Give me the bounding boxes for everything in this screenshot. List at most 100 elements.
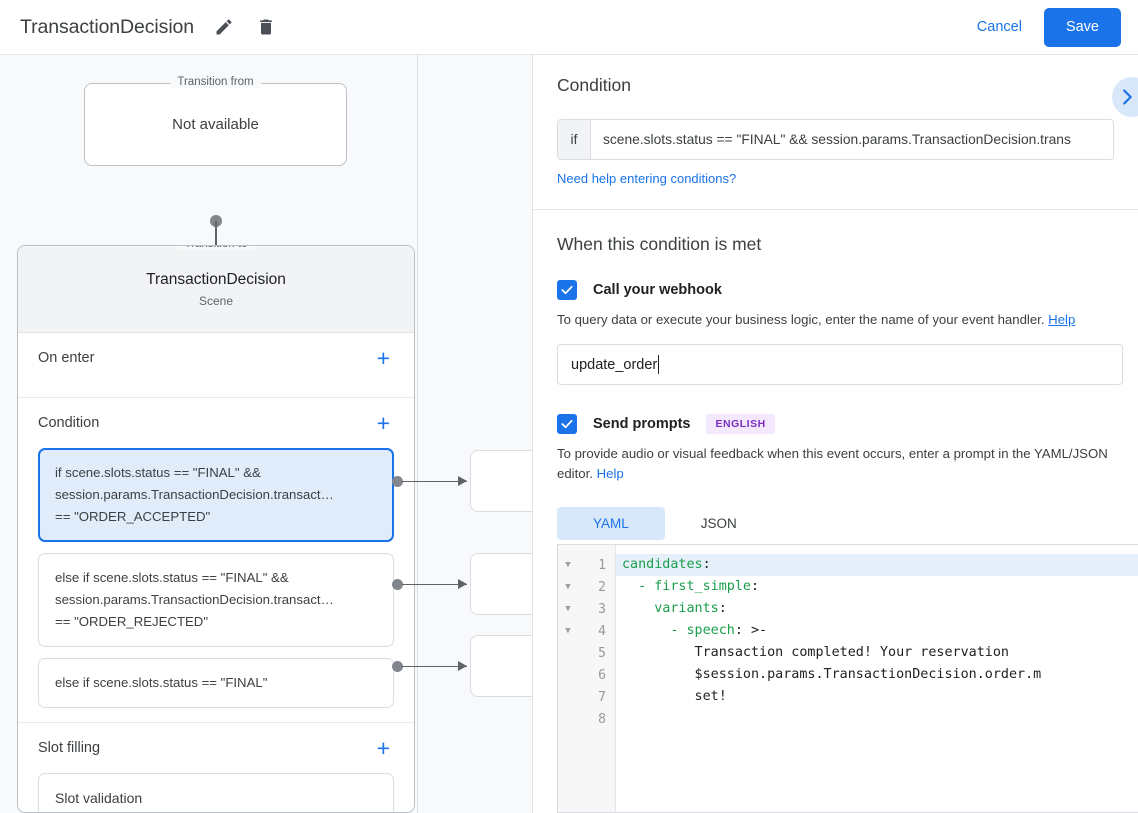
transition-from-legend: Transition from [170, 76, 261, 88]
webhook-help-link[interactable]: Help [1048, 312, 1076, 327]
send-prompts-checkbox[interactable] [557, 414, 577, 434]
code-line[interactable]: - speech: >- [616, 620, 1138, 642]
gutter-row: ▼3 [558, 598, 615, 620]
condition-heading: Condition [557, 75, 631, 95]
line-number: 2 [598, 579, 606, 595]
gutter-row: 5 [558, 642, 615, 664]
editor-code-area[interactable]: candidates: - first_simple: variants: - … [616, 545, 1138, 812]
condition-expression-row[interactable]: if [557, 119, 1114, 160]
line-number: 6 [598, 667, 606, 683]
send-prompts-label: Send prompts [593, 416, 691, 432]
target-node-1[interactable] [470, 450, 532, 512]
line-number: 5 [598, 645, 606, 661]
transition-to-legend: Transition to [177, 246, 255, 250]
fold-triangle-icon[interactable]: ▼ [565, 560, 571, 570]
send-prompts-row: Send prompts ENGLISH [557, 414, 1138, 434]
chevron-right-icon[interactable] [1112, 77, 1138, 117]
section-title-condition: Condition [38, 415, 100, 431]
node-transition-from[interactable]: Transition from Not available [84, 76, 347, 166]
code-line[interactable]: variants: [616, 598, 1138, 620]
scene-name: TransactionDecision [146, 270, 286, 288]
fold-triangle-icon[interactable]: ▼ [565, 582, 571, 592]
language-badge: ENGLISH [706, 414, 775, 434]
editor-format-tabs: YAML JSON [557, 507, 1138, 540]
connector-arrow-condition-1 [458, 476, 467, 486]
scene-graph-canvas[interactable]: Transition from Not available Transition… [0, 55, 532, 813]
prompts-help-link[interactable]: Help [596, 466, 624, 481]
yaml-text: : [751, 579, 760, 594]
trash-icon[interactable] [254, 15, 278, 39]
fold-triangle-icon[interactable]: ▼ [565, 604, 571, 614]
yaml-text: Transaction completed! Your reservation [622, 645, 1009, 660]
editor-gutter: ▼1 ▼2 ▼3 ▼4 5 6 7 8 [558, 545, 616, 812]
code-line[interactable]: - first_simple: [616, 576, 1138, 598]
prompts-description: To provide audio or visual feedback when… [557, 444, 1117, 484]
add-slot-filling-button[interactable]: + [376, 734, 390, 761]
top-bar-actions: Cancel Save [965, 7, 1138, 47]
yaml-text: set! [622, 689, 727, 704]
target-node-2[interactable] [470, 553, 532, 615]
webhook-handler-value: update_order [571, 356, 658, 373]
fold-triangle-icon[interactable]: ▼ [565, 626, 571, 636]
code-line[interactable] [616, 708, 1138, 730]
target-node-3[interactable] [470, 635, 532, 697]
scene-type: Scene [198, 293, 234, 308]
transition-from-value: Not available [172, 116, 259, 133]
when-condition-met-heading: When this condition is met [557, 234, 762, 254]
yaml-editor[interactable]: ▼1 ▼2 ▼3 ▼4 5 6 7 8 candidates: - first_… [557, 544, 1138, 813]
prompts-description-text: To provide audio or visual feedback when… [557, 446, 1108, 481]
code-line[interactable]: Transaction completed! Your reservation [616, 642, 1138, 664]
pencil-icon[interactable] [212, 15, 236, 39]
connector-dot-condition-2 [392, 579, 403, 590]
section-slot-filling: Slot filling + Slot validation [18, 723, 414, 812]
condition-list-item[interactable]: else if scene.slots.status == "FINAL" &&… [38, 553, 394, 647]
code-line[interactable]: $session.params.TransactionDecision.orde… [616, 664, 1138, 686]
yaml-text: : >- [734, 623, 768, 638]
condition-list-item[interactable]: else if scene.slots.status == "FINAL" [38, 658, 394, 708]
node-transition-to[interactable]: Transition to TransactionDecision Scene … [17, 245, 415, 813]
page-title: TransactionDecision [20, 15, 195, 38]
gutter-row: ▼2 [558, 576, 615, 598]
scene-card-header: TransactionDecision Scene [18, 246, 414, 333]
call-webhook-checkbox[interactable] [557, 280, 577, 300]
text-caret [658, 355, 660, 374]
webhook-handler-input[interactable]: update_order [557, 344, 1123, 385]
call-webhook-label: Call your webhook [593, 282, 722, 298]
webhook-description-text: To query data or execute your business l… [557, 312, 1045, 327]
connector-line-condition-2 [402, 583, 467, 586]
yaml-key: variants [622, 601, 719, 616]
code-line[interactable]: set! [616, 686, 1138, 708]
call-webhook-row: Call your webhook [557, 280, 1138, 300]
connector-line-condition-1 [402, 480, 467, 483]
canvas-guide-line [417, 55, 418, 813]
add-on-enter-button[interactable]: + [376, 344, 390, 371]
webhook-description: To query data or execute your business l… [557, 310, 1114, 330]
tab-json[interactable]: JSON [700, 516, 737, 531]
line-number: 8 [598, 711, 606, 727]
line-number: 7 [598, 689, 606, 705]
connector-arrow-condition-3 [458, 661, 467, 671]
condition-details-panel: Condition if Need help entering conditio… [532, 55, 1138, 813]
cancel-button[interactable]: Cancel [965, 11, 1034, 43]
connector-arrow-condition-2 [458, 579, 467, 589]
line-number: 4 [598, 623, 606, 639]
connector-dot-condition-3 [392, 661, 403, 672]
gutter-row: 8 [558, 708, 615, 730]
condition-input[interactable] [591, 120, 1113, 159]
yaml-text: : [718, 601, 727, 616]
gutter-row: 7 [558, 686, 615, 708]
line-number: 3 [598, 601, 606, 617]
condition-help-link[interactable]: Need help entering conditions? [557, 171, 737, 186]
yaml-key: candidates [622, 557, 703, 572]
condition-list-item[interactable]: if scene.slots.status == "FINAL" && sess… [38, 448, 394, 542]
code-line[interactable]: candidates: [616, 554, 1138, 576]
save-button[interactable]: Save [1043, 7, 1121, 47]
slot-validation-item[interactable]: Slot validation [38, 773, 394, 812]
yaml-text: $session.params.TransactionDecision.orde… [622, 667, 1042, 682]
gutter-row: 6 [558, 664, 615, 686]
tab-yaml[interactable]: YAML [557, 507, 665, 540]
gutter-row: ▼1 [558, 554, 615, 576]
if-label: if [558, 120, 591, 159]
section-condition: Condition + if scene.slots.status == "FI… [18, 398, 414, 723]
add-condition-button[interactable]: + [376, 409, 390, 436]
